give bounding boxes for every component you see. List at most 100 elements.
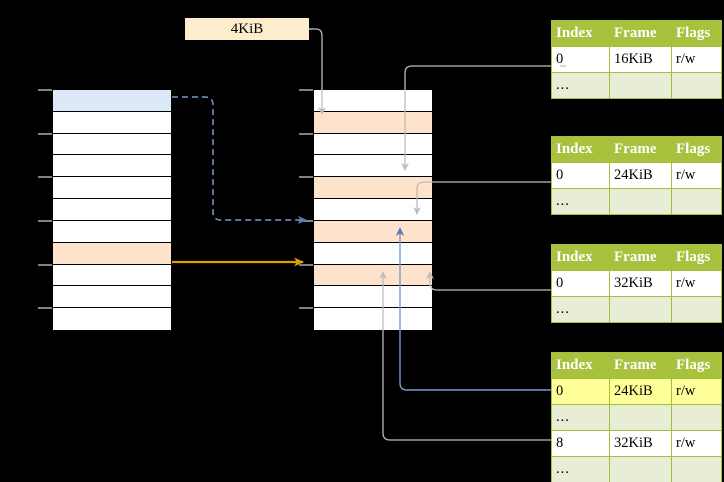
column-header-index: Index <box>551 244 610 271</box>
virtual-page-cell <box>53 308 171 330</box>
cell-index: ... <box>551 404 610 431</box>
virtual-page-cell <box>53 177 171 200</box>
column-header-index: Index <box>551 20 610 47</box>
page-size-label: 4KiB <box>185 18 309 40</box>
physical-frame-cell <box>314 177 432 200</box>
tick-mark <box>299 263 313 266</box>
cell-index: ... <box>551 72 610 99</box>
cell-index: 8 <box>551 430 610 457</box>
table-header-row: Index Frame Flags <box>551 244 722 271</box>
virtual-page-cell <box>53 111 171 134</box>
cell-flags: r/w <box>671 270 722 297</box>
page-table-3: Index Frame Flags 0 32KiB r/w ... <box>551 244 722 323</box>
cell-flags <box>671 456 722 482</box>
page-table-1: Index Frame Flags 0 16KiB r/w ... <box>551 20 722 99</box>
cell-flags: r/w <box>671 46 722 73</box>
virtual-page-cell <box>53 90 171 112</box>
cell-frame <box>609 188 672 215</box>
cell-flags <box>671 404 722 431</box>
table-header-row: Index Frame Flags <box>551 20 722 47</box>
connector-table3-to-frame <box>426 271 551 291</box>
table-row: ... <box>551 404 722 431</box>
cell-index: 0 <box>551 162 610 189</box>
physical-frame-cell <box>314 133 432 156</box>
column-header-frame: Frame <box>609 352 672 379</box>
cell-index: 0 <box>551 46 610 73</box>
cell-frame <box>609 296 672 323</box>
table-row: 0 16KiB r/w <box>551 46 722 73</box>
tick-mark <box>299 219 313 222</box>
cell-frame: 16KiB <box>609 46 672 73</box>
virtual-page-cell <box>53 220 171 243</box>
column-header-index: Index <box>551 136 610 163</box>
virtual-page-cell <box>53 286 171 309</box>
tick-mark <box>299 176 313 179</box>
physical-frame-cell <box>314 90 432 112</box>
cell-index: 0 <box>551 378 610 405</box>
cell-flags <box>671 296 722 323</box>
connector-vpage-to-frame-dashed <box>172 96 307 225</box>
tick-mark <box>38 263 52 266</box>
column-header-index: Index <box>551 352 610 379</box>
column-header-frame: Frame <box>609 244 672 271</box>
table-row: 0 24KiB r/w <box>551 378 722 405</box>
virtual-address-space-column <box>52 89 172 330</box>
virtual-page-cell <box>53 242 171 265</box>
table-header-row: Index Frame Flags <box>551 136 722 163</box>
table-row: ... <box>551 188 722 215</box>
tick-mark <box>38 219 52 222</box>
tick-mark <box>38 176 52 179</box>
cell-flags: r/w <box>671 378 722 405</box>
table-row: ... <box>551 296 722 323</box>
cell-flags <box>671 72 722 99</box>
physical-frame-cell <box>314 308 432 330</box>
cell-index: ... <box>551 296 610 323</box>
virtual-page-cell <box>53 133 171 156</box>
virtual-page-cell <box>53 155 171 178</box>
virtual-page-cell <box>53 264 171 287</box>
cell-index: ... <box>551 188 610 215</box>
cell-index: 0 <box>551 270 610 297</box>
table-row: 0 24KiB r/w <box>551 162 722 189</box>
physical-frame-cell <box>314 286 432 309</box>
physical-frame-cell <box>314 111 432 134</box>
cell-frame: 32KiB <box>609 270 672 297</box>
tick-mark <box>299 89 313 91</box>
table-row: 8 32KiB r/w <box>551 430 722 457</box>
virtual-page-cell <box>53 199 171 221</box>
column-header-flags: Flags <box>671 136 722 163</box>
cell-flags: r/w <box>671 162 722 189</box>
physical-frame-cell <box>314 242 432 265</box>
cell-frame <box>609 404 672 431</box>
column-header-flags: Flags <box>671 352 722 379</box>
cell-frame: 32KiB <box>609 430 672 457</box>
tick-mark <box>299 132 313 135</box>
column-header-frame: Frame <box>609 20 672 47</box>
physical-frame-cell <box>314 220 432 243</box>
cell-frame: 24KiB <box>609 378 672 405</box>
physical-frame-cell <box>314 199 432 221</box>
physical-frame-cell <box>314 264 432 287</box>
table-row: ... <box>551 456 722 482</box>
column-header-flags: Flags <box>671 244 722 271</box>
cell-frame: 24KiB <box>609 162 672 189</box>
tick-mark <box>38 307 52 310</box>
cell-frame <box>609 72 672 99</box>
cell-frame <box>609 456 672 482</box>
cell-flags <box>671 188 722 215</box>
tick-mark <box>38 89 52 91</box>
table-row: ... <box>551 72 722 99</box>
page-table-2: Index Frame Flags 0 24KiB r/w ... <box>551 136 722 215</box>
connector-table2-to-frame <box>413 181 551 215</box>
physical-memory-column <box>313 89 433 330</box>
tick-mark <box>299 307 313 310</box>
column-header-frame: Frame <box>609 136 672 163</box>
physical-frame-cell <box>314 155 432 178</box>
table-header-row: Index Frame Flags <box>551 352 722 379</box>
tick-mark <box>38 132 52 135</box>
column-header-flags: Flags <box>671 20 722 47</box>
table-row: 0 32KiB r/w <box>551 270 722 297</box>
cell-index: ... <box>551 456 610 482</box>
cell-flags: r/w <box>671 430 722 457</box>
